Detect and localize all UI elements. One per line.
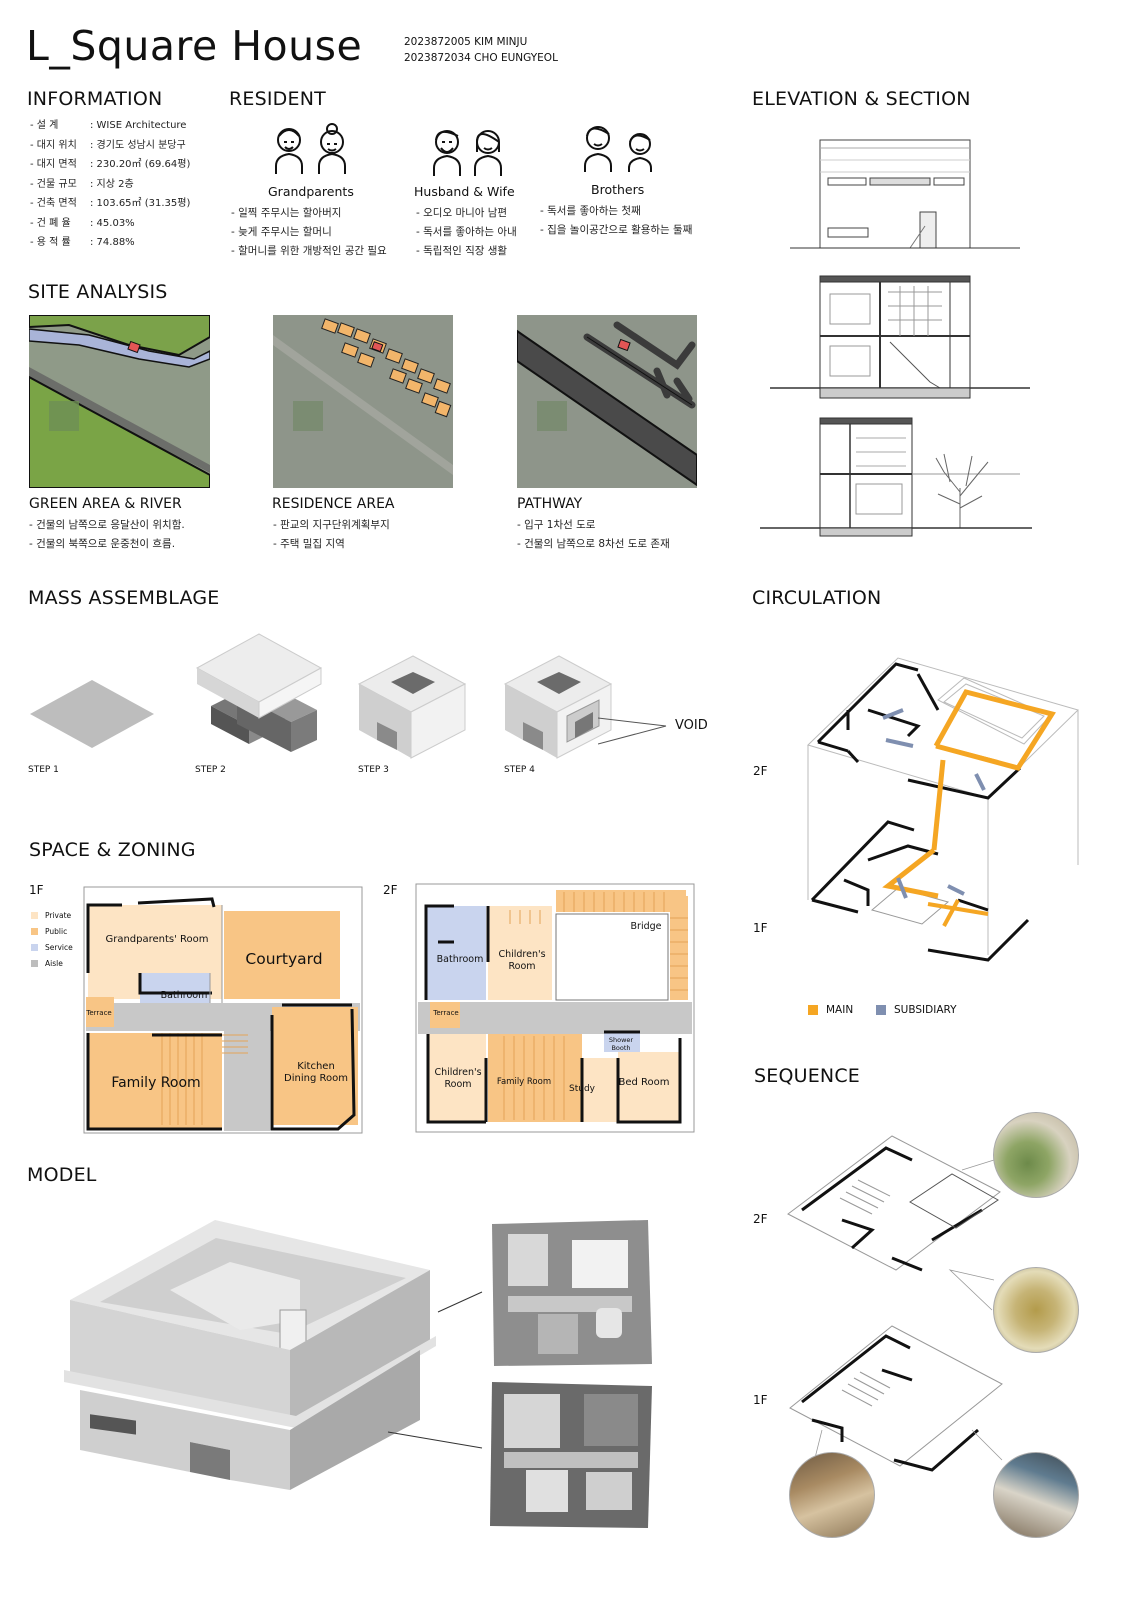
husband-wife-notes: - 오디오 마니아 남편 - 독서를 좋아하는 아내 - 독립적인 직장 생활	[416, 207, 517, 257]
circulation-floor-label: 2F	[753, 764, 768, 778]
room-children-upper-b: Room	[508, 961, 535, 972]
circulation-legend-main: MAIN	[808, 1004, 853, 1016]
site-analysis-heading: SITE ANALYSIS	[28, 281, 168, 303]
page-title: L_Square House	[26, 22, 363, 70]
legend-swatch	[876, 1005, 886, 1015]
room-shower-a: Shower	[609, 1036, 634, 1044]
grandparents-icon	[275, 123, 346, 174]
room-dining: Dining Room	[284, 1073, 348, 1084]
room-courtyard: Courtyard	[245, 950, 322, 968]
mass-step-1-diagram	[30, 680, 154, 748]
sequence-photo-stair	[789, 1452, 875, 1538]
room-kitchen: Kitchen	[297, 1061, 335, 1072]
sequence-photo-shower-booth	[993, 1267, 1079, 1353]
site-item-title: GREEN AREA & RIVER	[29, 496, 182, 512]
info-row: - 용 적 률: 74.88%	[30, 237, 135, 248]
info-row: - 건물 규모: 지상 2층	[30, 178, 134, 190]
elevation-drawing	[790, 139, 1020, 249]
brothers-icon	[584, 126, 652, 172]
sequence-floor-label: 1F	[753, 1393, 768, 1407]
legend-aisle: Aisle	[31, 955, 73, 971]
floor-plan-2f: Bathroom Children's Room Bridge Terrace …	[415, 883, 695, 1133]
site-item-title: PATHWAY	[517, 496, 583, 512]
room-bathroom-1f: Bathroom	[161, 990, 208, 1001]
circulation-heading: CIRCULATION	[752, 587, 882, 609]
model-heading: MODEL	[27, 1164, 97, 1186]
mass-step-4-diagram	[503, 655, 613, 759]
info-row: - 설 계: WISE Architecture	[30, 120, 187, 131]
sequence-photo-courtyard	[993, 1112, 1079, 1198]
room-family-1f: Family Room	[111, 1075, 200, 1091]
void-label: VOID	[675, 718, 708, 733]
resident-heading: RESIDENT	[229, 88, 326, 110]
information-list: - 설 계: WISE Architecture - 대지 위치: 경기도 성남…	[30, 116, 190, 253]
residence-area-notes: - 판교의 지구단위계획부지- 주택 밀집 지역	[273, 519, 390, 550]
zoning-floor-label: 1F	[29, 883, 44, 897]
student-id-2: 2023872034 CHO EUNGYEOL	[404, 52, 558, 64]
room-children-lower-b: Room	[444, 1079, 471, 1090]
residence-area-map	[273, 315, 453, 488]
info-row: - 건 폐 율: 45.03%	[30, 217, 135, 229]
legend-swatch	[808, 1005, 818, 1015]
green-area-map	[29, 315, 210, 488]
room-shower-b: Booth	[611, 1044, 630, 1052]
room-bedroom: Bed Room	[618, 1077, 669, 1088]
mass-step-2-diagram	[195, 633, 323, 752]
room-bathroom-2f: Bathroom	[437, 954, 484, 965]
pathway-map	[517, 315, 697, 488]
model-photo-main	[64, 1220, 436, 1490]
mass-step-label: STEP 3	[358, 765, 389, 775]
info-row: - 대지 면적: 230.20㎡ (69.64평)	[30, 159, 191, 170]
room-study: Study	[569, 1084, 596, 1094]
mass-step-label: STEP 4	[504, 765, 535, 775]
model-photo-2f-plan	[488, 1218, 656, 1368]
legend-private: Private	[31, 907, 73, 923]
room-bridge: Bridge	[631, 921, 662, 932]
green-area-notes: - 건물의 남쪽으로 응달산이 위치함.- 건물의 북쪽으로 운중천이 흐름.	[29, 519, 185, 550]
student-id-1: 2023872005 KIM MINJU	[404, 36, 528, 48]
model-leader-lines	[387, 1291, 483, 1449]
room-terrace-1f: Terrace	[85, 1009, 111, 1017]
legend-service: Service	[31, 939, 73, 955]
legend-public: Public	[31, 923, 73, 939]
information-heading: INFORMATION	[27, 88, 163, 110]
room-terrace-2f: Terrace	[432, 1009, 458, 1017]
room-children-upper-a: Children's	[498, 949, 545, 960]
grandparents-notes: - 일찍 주무시는 할아버지 - 늦게 주무시는 할머니 - 할머니를 위한 개…	[231, 207, 387, 257]
sequence-floor-label: 2F	[753, 1212, 768, 1226]
info-row: - 대지 위치: 경기도 성남시 분당구	[30, 139, 186, 151]
husband-wife-icon	[433, 130, 502, 176]
mass-step-3-diagram	[357, 655, 467, 759]
elevation-heading: ELEVATION & SECTION	[752, 88, 971, 110]
void-leader-line	[598, 717, 667, 745]
brothers-notes: - 독서를 좋아하는 첫째 - 집을 놀이공간으로 활용하는 둘째	[540, 205, 693, 236]
section-drawing-a	[770, 275, 1030, 399]
circulation-diagram	[807, 657, 1079, 962]
mass-assemblage-heading: MASS ASSEMBLAGE	[28, 587, 220, 609]
model-photo-1f-plan	[488, 1380, 656, 1530]
sequence-photo-skylight	[993, 1452, 1079, 1538]
room-grandparents: Grandparents' Room	[105, 934, 208, 945]
resident-group-name: Grandparents	[268, 184, 354, 199]
sequence-heading: SEQUENCE	[754, 1065, 861, 1087]
room-family-2f: Family Room	[497, 1077, 551, 1087]
resident-group-name: Husband & Wife	[414, 184, 515, 199]
zoning-floor-label: 2F	[383, 883, 398, 897]
room-children-lower-a: Children's	[434, 1067, 481, 1078]
resident-group-name: Brothers	[591, 182, 645, 197]
floor-plan-1f: Grandparents' Room Courtyard Bathroom Te…	[83, 886, 363, 1134]
mass-step-label: STEP 1	[28, 765, 59, 775]
info-row: - 건축 면적: 103.65㎡ (31.35평)	[30, 198, 191, 209]
pathway-notes: - 입구 1차선 도로- 건물의 남쪽으로 8차선 도로 존재	[517, 519, 670, 550]
zoning-heading: SPACE & ZONING	[29, 839, 196, 861]
circulation-legend-sub: SUBSIDIARY	[876, 1004, 957, 1016]
mass-step-label: STEP 2	[195, 765, 226, 775]
section-drawing-b	[760, 417, 1032, 537]
site-item-title: RESIDENCE AREA	[272, 496, 395, 512]
circulation-floor-label: 1F	[753, 921, 768, 935]
zoning-legend: Private Public Service Aisle	[31, 907, 73, 971]
